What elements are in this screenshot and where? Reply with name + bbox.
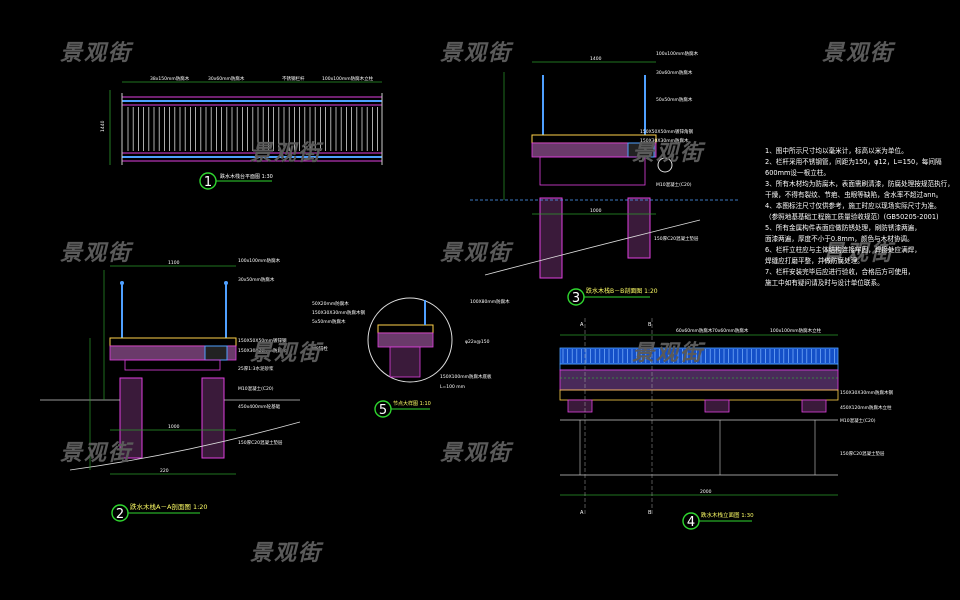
v4-mark-0: A: [580, 322, 584, 328]
design-notes: 1、图中所示尺寸均以毫米计，标高以米为单位。 2、栏杆采用不锈钢管，间距为150…: [765, 146, 950, 289]
view-4-elevation: A A B B 60x60mm防腐木 70x60mm防腐木 100x100mm防…: [559, 318, 893, 530]
note-line: 5、所有金属构件表面应做防锈处理，刷防锈漆两遍，: [765, 224, 921, 232]
watermark: 景观街: [440, 241, 513, 266]
watermark: 景观街: [440, 441, 513, 466]
v3-label-7: 150厚C20混凝土垫层: [654, 235, 699, 242]
v4-dim-2: 2000: [700, 489, 712, 495]
watermark: 景观街: [632, 341, 705, 366]
note-line: （参照地基基础工程施工质量验收规范）(GB50205-2001): [765, 213, 939, 221]
view-3-section: 1400 1000 100x100mm防腐木 30x60mm防腐木 50x50m…: [470, 50, 740, 306]
v5-label-7: L=100 mm: [440, 384, 465, 390]
v1-dim-0: 1440: [100, 120, 106, 132]
view-3-title: 跌水木栈B－B剖面图 1:20: [586, 287, 658, 295]
note-line: 施工中如有疑问请及时与设计单位联系。: [765, 279, 884, 287]
view-1-plan: 38x150mm防腐木 30x60mm防腐木 不锈钢栏杆 100x100mm防腐…: [100, 75, 383, 190]
watermark: 景观街: [250, 141, 323, 166]
v2-dim-0: 1100: [168, 260, 180, 266]
v4-right-3: 150厚C20混凝土垫层: [840, 450, 885, 457]
v4-mark-2: B: [648, 322, 652, 328]
view-4-title: 跌水木栈立面图 1:30: [701, 511, 754, 519]
v4-right-0: 150X30X30mm防腐木钢: [840, 389, 893, 396]
view-5-title: 节点大样图 1:10: [393, 400, 431, 407]
watermark: 景观街: [822, 41, 895, 66]
v4-top-2: 100x100mm防腐木立柱: [770, 327, 822, 334]
view-5-detail: 50X20mm防腐木 150X30X30mm防腐木钢 5x50mm防腐木 M8锚…: [312, 297, 510, 418]
note-line: 3、所有木材均为防腐木，表面需刷清漆，防腐处理按规范执行，: [765, 180, 950, 188]
v2-label-3: 150X30X30mm防腐木: [238, 347, 287, 354]
note-line: 4、本图标注尺寸仅供参考，施工时应以现场实际尺寸为准。: [765, 202, 941, 210]
v4-right-2: M10混凝土(C20): [840, 417, 876, 424]
v1-label-2: 不锈钢栏杆: [282, 75, 305, 82]
v4-top-0: 60x60mm防腐木: [676, 327, 713, 334]
v5-label-4: φ22x@150: [465, 339, 490, 345]
v3-dim-0: 1400: [590, 56, 602, 62]
watermark: 景观街: [250, 341, 323, 366]
v4-right-1: 450X120mm防腐木立柱: [840, 404, 892, 411]
note-line: 1、图中所示尺寸均以毫米计，标高以米为单位。: [765, 147, 908, 155]
v2-label-2: 150X50X50mm镀锌钢: [238, 337, 287, 344]
v3-label-2: 50x50mm防腐木: [656, 96, 693, 103]
watermark: 景观街: [250, 541, 323, 566]
v5-label-2: 5x50mm防腐木: [312, 318, 346, 325]
v5-label-1: 150X30X30mm防腐木钢: [312, 309, 365, 316]
view-2-section: 1100 1000 220 100x100mm防腐木 30x50mm防腐木 15…: [40, 257, 301, 522]
v3-dim-3: 1000: [590, 208, 602, 214]
v2-dim-3: 1000: [168, 424, 180, 430]
v2-label-1: 30x50mm防腐木: [238, 276, 275, 283]
v4-mark-3: B: [648, 510, 652, 516]
v3-label-4: 150X30X30mm防腐木: [640, 137, 689, 144]
v3-label-6: M10混凝土(C20): [656, 181, 692, 188]
v2-label-0: 100x100mm防腐木: [238, 257, 281, 264]
v4-mark-1: A: [580, 510, 584, 516]
v3-label-0: 100x100mm防腐木: [656, 50, 699, 57]
view-5-number: 5: [379, 403, 387, 418]
v5-label-0: 50X20mm防腐木: [312, 300, 349, 307]
view-3-number: 3: [572, 291, 580, 306]
note-line: 600mm设一根立柱。: [765, 169, 830, 177]
watermark: 景观街: [60, 41, 133, 66]
watermark: 景观街: [60, 441, 133, 466]
v1-label-0: 38x150mm防腐木: [150, 75, 190, 82]
note-line: 干燥，不得有裂纹、节疤、虫眼等缺陷，含水率不超过ann。: [765, 191, 943, 199]
view-2-number: 2: [116, 507, 124, 522]
note-line: 面漆两遍，厚度不小于0.8mm，颜色与木材协调。: [765, 235, 914, 243]
view-1-number: 1: [204, 175, 212, 190]
note-line: 6、栏杆立柱应与主体结构连接牢固，焊接处应满焊，: [765, 246, 921, 254]
watermark: 景观街: [60, 241, 133, 266]
v3-label-3: 150X50X50mm镀锌角钢: [640, 128, 693, 135]
v5-label-5: M8锚栓: [312, 345, 328, 352]
view-1-title: 跌水木栈台平面图 1:30: [220, 173, 273, 180]
v2-label-4: 25厚1:3水泥砂浆: [238, 365, 274, 372]
v5-label-6: 150X100mm防腐木底板: [440, 373, 492, 380]
note-line: 2、栏杆采用不锈钢管，间距为150，φ12，L=150，每间隔: [765, 158, 942, 166]
v2-label-7: 150厚C20混凝土垫层: [238, 439, 283, 446]
watermark: 景观街: [632, 141, 705, 166]
note-line: 7、栏杆安装完毕后应进行验收，合格后方可使用，: [765, 268, 915, 276]
v5-label-3: 100X80mm防腐木: [470, 298, 510, 305]
watermark: 景观街: [440, 41, 513, 66]
v2-label-5: M10混凝土(C20): [238, 385, 274, 392]
v1-label-3: 100x100mm防腐木立柱: [322, 75, 374, 82]
view-2-title: 跌水木栈A－A剖面图 1:20: [130, 502, 208, 511]
v4-top-1: 70x60mm防腐木: [712, 327, 749, 334]
v2-label-6: 450x400mm砼基础: [238, 403, 281, 410]
v2-dim-2: 220: [160, 468, 169, 474]
note-line: 焊缝应打磨平整，并做防腐处理。: [765, 257, 864, 265]
v3-label-1: 30x60mm防腐木: [656, 69, 693, 76]
watermark: 景观街: [822, 241, 895, 266]
v1-label-1: 30x60mm防腐木: [208, 75, 245, 82]
view-4-number: 4: [687, 515, 695, 530]
